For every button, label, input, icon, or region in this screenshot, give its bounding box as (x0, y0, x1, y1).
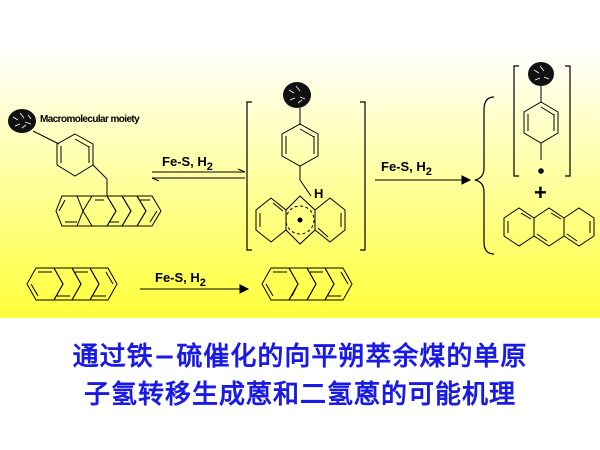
brace-right (474, 96, 495, 255)
anthracene-product (503, 207, 595, 247)
macromolecule-blob-left (8, 109, 36, 133)
arrow3-reagent: Fe-S, H2 (155, 270, 206, 289)
radical-dot-center (297, 217, 303, 223)
forward-arrow-bottom (140, 284, 250, 294)
dihydroanthracene (261, 267, 353, 301)
plus-sign: + (534, 180, 547, 205)
hydrogen-label: H (314, 186, 323, 201)
macromolecule-label: Macromolecular moiety (40, 114, 140, 125)
anthracenyl-radical (255, 195, 346, 245)
macromolecule-blob-middle (283, 82, 311, 108)
arrow2-reagent: Fe-S, H2 (381, 159, 432, 178)
anthracene-bottom-left (26, 267, 118, 301)
equilibrium-arrow (151, 168, 246, 182)
blob-texture-middle (288, 85, 306, 104)
anthracene-left (55, 195, 162, 227)
benzene-ring-left (56, 133, 94, 177)
caption-line-1: 通过铁−硫催化的向平朔萃余煤的单原 (72, 342, 528, 372)
yellow-gradient-panel (0, 0, 600, 318)
radical-dot-right (538, 168, 544, 174)
bracket-right (513, 65, 571, 177)
arrow1-reagent: Fe-S, H2 (162, 154, 213, 173)
blob-texture-right (533, 65, 550, 81)
bracket-middle (246, 101, 366, 251)
caption-line-2: 子氢转移生成蒽和二氢蒽的可能机理 (83, 380, 516, 410)
macromolecule-blob-right (528, 62, 554, 86)
forward-arrow-top (375, 175, 472, 185)
blob-texture-left (12, 112, 32, 129)
